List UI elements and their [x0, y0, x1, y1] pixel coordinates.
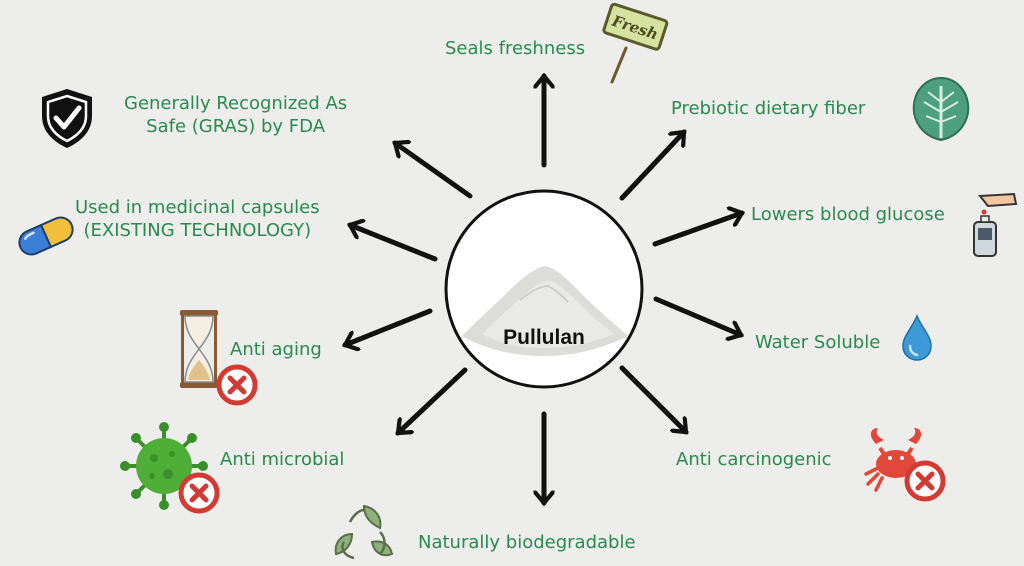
label-seals-freshness: Seals freshness [445, 38, 586, 59]
label-anti-microbial: Anti microbial [220, 449, 345, 470]
fresh-sign-icon: Fresh [602, 2, 669, 84]
arrow-prebiotic [619, 129, 687, 201]
label-capsules: Used in medicinal capsules (EXISTING TEC… [75, 196, 320, 242]
arrow-capsules [350, 225, 438, 262]
label-water-soluble: Water Soluble [755, 332, 881, 353]
arrow-anti-carcinogenic [619, 365, 689, 435]
arrow-water-soluble [653, 296, 741, 335]
virus-icon [120, 422, 208, 510]
water-drop-icon [902, 314, 932, 361]
label-capsules-line-2: (EXISTING TECHNOLOGY) [83, 220, 312, 241]
label-anti-carcinogenic: Anti carcinogenic [676, 449, 832, 470]
label-gras-line-2: Safe (GRAS) by FDA [146, 116, 326, 137]
label-anti-aging: Anti aging [230, 339, 322, 360]
arrow-gras [395, 143, 473, 199]
recycle-leaves-icon [334, 504, 394, 560]
leaf-icon [912, 76, 970, 142]
x-circle-icon [216, 364, 258, 406]
label-capsules-line-1: Used in medicinal capsules [75, 197, 320, 218]
hourglass-icon [180, 310, 218, 388]
arrow-anti-microbial [395, 367, 468, 436]
label-lowers-glucose: Lowers blood glucose [751, 204, 945, 225]
label-gras: Generally Recognized As Safe (GRAS) by F… [124, 92, 347, 138]
center-label: Pullulan [503, 326, 585, 349]
label-gras-line-1: Generally Recognized As [124, 93, 348, 114]
powder-pile [462, 266, 628, 356]
label-biodegradable: Naturally biodegradable [418, 532, 636, 553]
arrow-anti-aging [345, 308, 433, 345]
capsule-pill-icon [18, 216, 74, 256]
glucose-meter-icon [973, 192, 1018, 257]
arrow-lowers-glucose [652, 213, 742, 247]
x-circle-icon [178, 472, 220, 514]
x-circle-icon [904, 460, 946, 502]
shield-check-icon [42, 89, 92, 148]
label-prebiotic: Prebiotic dietary fiber [671, 98, 866, 119]
